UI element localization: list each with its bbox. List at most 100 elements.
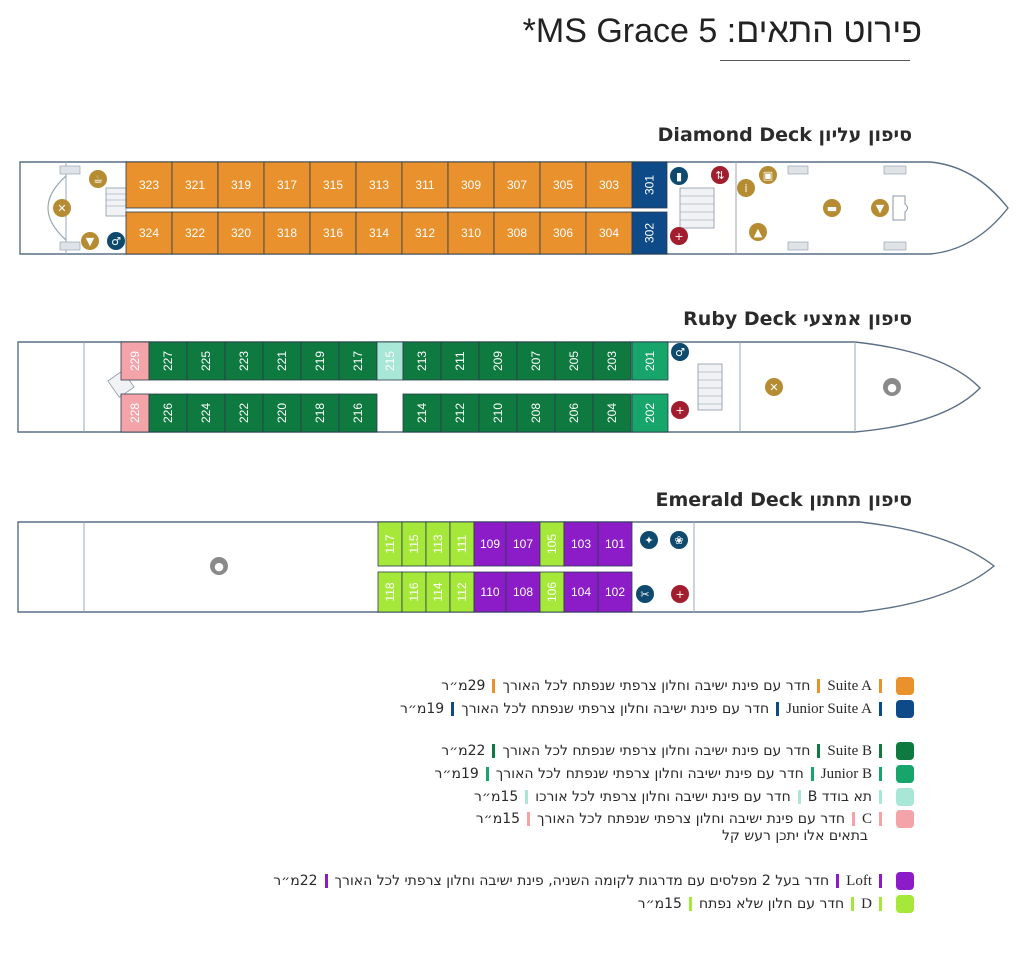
cabin-fill — [224, 393, 264, 433]
cabin-fill — [186, 393, 226, 433]
svg-text:+: + — [675, 404, 684, 417]
cabin-fill — [425, 571, 451, 613]
cabin-fill — [125, 211, 173, 255]
cabin-317: 317 — [263, 161, 311, 209]
cabin-number: 102 — [605, 585, 625, 599]
first-aid-icon: + — [670, 227, 688, 245]
stairs-forward — [697, 363, 723, 411]
cabin-fill — [631, 341, 669, 381]
legend-size: 15מ״ר — [637, 896, 682, 912]
cabin-212: 212 — [440, 393, 480, 433]
cabin-105: 105 — [539, 521, 565, 567]
legend-swatch — [896, 765, 914, 783]
legend-size: 15מ״ר — [475, 811, 521, 827]
cabin-number: 316 — [323, 226, 343, 240]
cabin-fill — [263, 211, 311, 255]
cabin-number: 312 — [415, 226, 435, 240]
cabin-number: 309 — [461, 178, 481, 192]
cabin-218: 218 — [300, 393, 340, 433]
cabin-number: 304 — [599, 226, 619, 240]
cabin-fill — [505, 521, 541, 567]
cabin-fill — [401, 521, 427, 567]
svg-text:▬: ▬ — [827, 202, 837, 215]
cabin-229: 229 — [120, 341, 150, 381]
cabin-fill — [401, 211, 449, 255]
cabin-number: 226 — [161, 403, 175, 423]
cabin-114: 114 — [425, 571, 451, 613]
cabin-323: 323 — [125, 161, 173, 209]
legend-swatch — [896, 677, 914, 695]
cabin-fill — [224, 341, 264, 381]
legend-code: Suite B — [827, 742, 872, 759]
cabin-226: 226 — [148, 393, 188, 433]
legend-swatch — [896, 700, 914, 718]
legend-size: 22מ״ר — [273, 873, 318, 889]
cabin-number: 203 — [605, 351, 619, 371]
cabin-217: 217 — [338, 341, 378, 381]
cabin-fill — [631, 161, 668, 209]
cabin-fill — [592, 341, 632, 381]
svg-text:▲: ▲ — [754, 226, 763, 239]
cabin-211: 211 — [440, 341, 480, 381]
svg-text:♂: ♂ — [111, 235, 121, 248]
cabin-number: 103 — [571, 537, 591, 551]
fitness-icon: ✦ — [640, 531, 658, 549]
cabin-306: 306 — [539, 211, 587, 255]
cabin-number: 107 — [513, 537, 533, 551]
svg-text:▼: ▼ — [86, 235, 95, 248]
svg-text:✕: ✕ — [57, 202, 66, 215]
cabin-number: 117 — [383, 534, 397, 553]
svg-text:i: i — [744, 182, 747, 195]
svg-text:●: ● — [214, 560, 224, 573]
deck-label-ruby: סיפון אמצעי Ruby Deck — [683, 308, 912, 330]
cabin-107: 107 — [505, 521, 541, 567]
cabin-number: 116 — [407, 582, 421, 601]
cabin-228: 228 — [120, 393, 150, 433]
legend-size: 15מ״ר — [474, 789, 519, 805]
cabin-fill — [300, 341, 340, 381]
cabin-108: 108 — [505, 571, 541, 613]
restaurant-icon: ✕ — [765, 378, 783, 396]
legend-code: Loft — [846, 872, 872, 889]
cabin-fill — [148, 341, 188, 381]
svg-text:♂: ♂ — [675, 346, 685, 359]
cabin-fill — [449, 571, 475, 613]
facility-icons: ☕✕▼♂▮+⇅i▣▲▬▼♂+✕●✦❀✂+● — [53, 166, 901, 603]
reception-icon: ▲ — [749, 223, 767, 241]
cabin-fill — [120, 393, 150, 433]
cabin-number: 308 — [507, 226, 527, 240]
cabin-fill — [300, 393, 340, 433]
cabin-fill — [401, 571, 427, 613]
cabin-number: 315 — [323, 178, 343, 192]
cabin-301: 301 — [631, 161, 668, 209]
cabin-fill — [376, 341, 404, 381]
cabin-201: 201 — [631, 341, 669, 381]
legend-swatch — [896, 742, 914, 760]
cabin-number: 224 — [199, 403, 213, 423]
legend-desc: חדר עם פינת ישיבה וחלון צרפתי שנפתח לכל … — [502, 678, 811, 694]
cabin-fill — [447, 211, 495, 255]
legend-c: C חדר עם פינת ישיבה וחלון צרפתי שנפתח לכ… — [476, 808, 914, 830]
svg-text:✕: ✕ — [769, 381, 778, 394]
cabin-number: 118 — [383, 582, 397, 601]
cabin-224: 224 — [186, 393, 226, 433]
cabin-number: 204 — [605, 403, 619, 423]
legend-single-b: תא בודד B חדר עם פינת ישיבה וחלון צרפתי … — [474, 786, 914, 808]
cabin-fill — [120, 341, 150, 381]
deck-label-emerald: סיפון תחתון Emerald Deck — [655, 489, 912, 511]
cabin-fill — [554, 393, 594, 433]
cabin-117: 117 — [377, 521, 403, 567]
cabin-fill — [473, 521, 507, 567]
legend-junior-suite-a: Junior Suite A חדר עם פינת ישיבה וחלון צ… — [400, 698, 914, 720]
cabin-fill — [425, 521, 451, 567]
cabin-223: 223 — [224, 341, 264, 381]
cabin-208: 208 — [516, 393, 556, 433]
cabin-number: 114 — [431, 582, 445, 601]
cabin-106: 106 — [539, 571, 565, 613]
cabin-213: 213 — [402, 341, 442, 381]
cabin-number: 227 — [161, 351, 175, 371]
cabin-308: 308 — [493, 211, 541, 255]
cabin-225: 225 — [186, 341, 226, 381]
cabin-324: 324 — [125, 211, 173, 255]
